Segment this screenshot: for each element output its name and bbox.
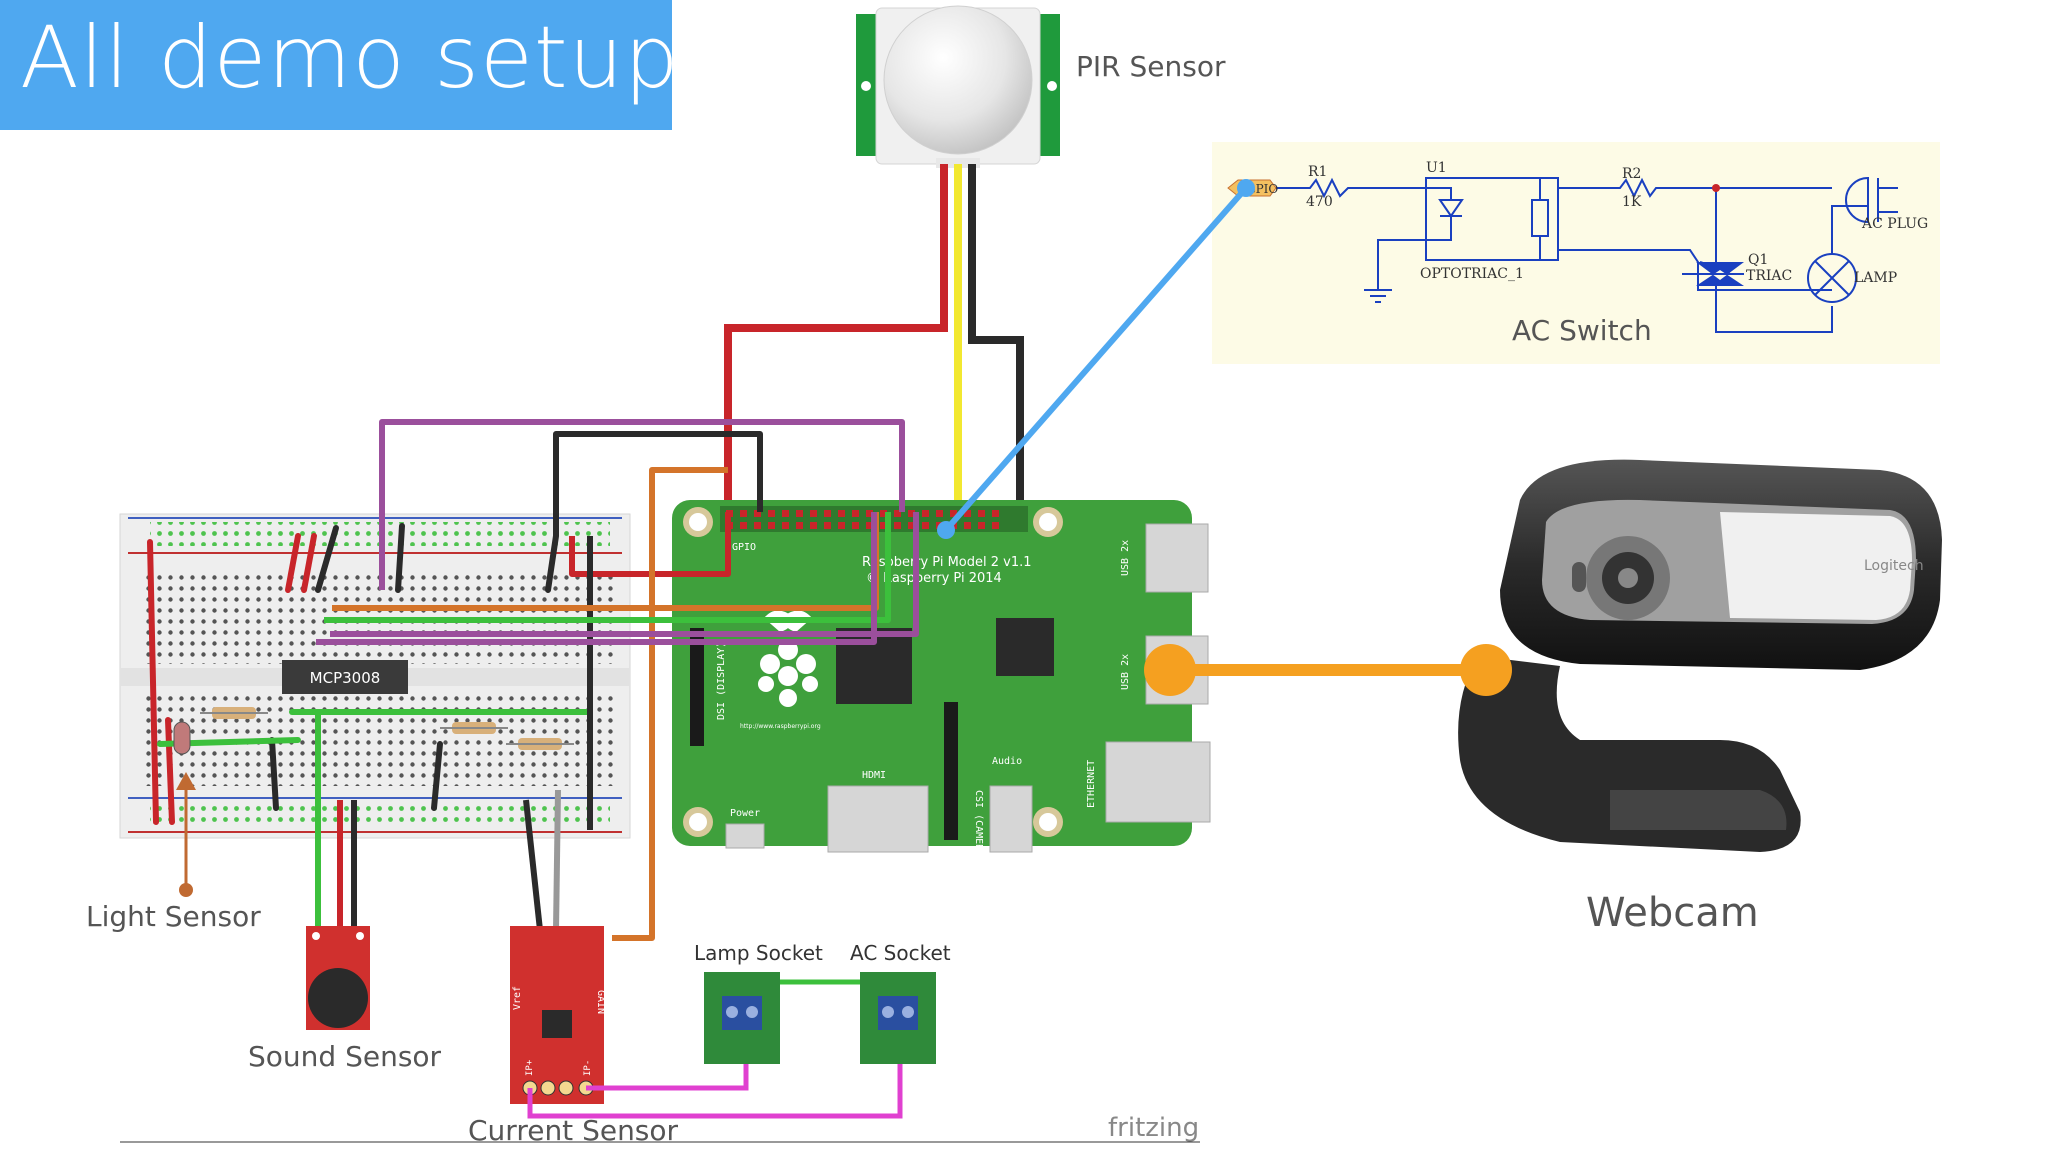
webcam-lens-center bbox=[1618, 568, 1638, 588]
webcam: Logitech bbox=[1458, 459, 1942, 852]
webcam-stand bbox=[1610, 790, 1787, 830]
pir-dome bbox=[883, 5, 1033, 155]
connection-wires bbox=[315, 419, 919, 941]
schematic-r2: R2 bbox=[1622, 166, 1641, 182]
current-sensor: Vref GAIN IP+ IP- bbox=[510, 926, 606, 1104]
wire-purple-top bbox=[379, 419, 905, 590]
resistors bbox=[200, 707, 574, 750]
wire-black-current bbox=[523, 799, 543, 931]
pi-pcb bbox=[672, 500, 1192, 846]
schematic-ac-plug: AC PLUG bbox=[1861, 216, 1928, 232]
dsi-connector bbox=[690, 628, 704, 746]
schematic-u1-name: OPTOTRIAC_1 bbox=[1420, 266, 1524, 282]
pir-hole-right bbox=[1047, 81, 1057, 91]
ac-switch-schematic: GPIO R1 470 U1 OPTOTRIAC_1 R2 1K Q1 TRIA… bbox=[1212, 142, 1940, 364]
schematic-lamp: LAMP bbox=[1854, 270, 1897, 286]
schematic-u1: U1 bbox=[1426, 160, 1447, 176]
gpio-link-dot bbox=[937, 521, 955, 539]
schematic-junction bbox=[1712, 184, 1720, 192]
microphone-icon bbox=[308, 968, 368, 1028]
breadboard: MCP3008 bbox=[119, 513, 631, 839]
usb-link-dot-webcam bbox=[1460, 644, 1512, 696]
mcp3008-chip bbox=[282, 660, 408, 694]
pir-hole-left bbox=[861, 81, 871, 91]
hdmi-port bbox=[827, 785, 929, 853]
gpio-pins bbox=[726, 510, 999, 529]
power-silk: Power bbox=[730, 808, 760, 819]
usb-port-1 bbox=[1145, 523, 1209, 593]
schematic-q1-name: TRIAC bbox=[1746, 268, 1792, 284]
schematic-q1: Q1 bbox=[1748, 252, 1768, 268]
page-title: All demo setup bbox=[20, 8, 680, 108]
pi-model-line1: Raspberry Pi Model 2 v1.1 bbox=[862, 555, 1032, 570]
ac-socket-label: AC Socket bbox=[850, 941, 951, 965]
lamp-socket-label: Lamp Socket bbox=[694, 941, 823, 965]
usb2-silk: USB 2x bbox=[1120, 654, 1131, 690]
hdmi-silk: HDMI bbox=[862, 770, 886, 781]
socket-wires bbox=[527, 979, 903, 1119]
gain-silk: GAIN bbox=[595, 990, 606, 1014]
fritzing-watermark: fritzing bbox=[1108, 1113, 1199, 1143]
ip-plus-silk: IP+ bbox=[525, 1059, 535, 1076]
light-sensor-pointer bbox=[176, 772, 196, 897]
power-port bbox=[725, 823, 765, 849]
webcam-mic bbox=[1572, 562, 1586, 592]
pir-sensor-label: PIR Sensor bbox=[1076, 50, 1226, 83]
pir-sensor bbox=[856, 5, 1060, 168]
vref-silk: Vref bbox=[512, 986, 523, 1010]
schematic-r2-value: 1K bbox=[1622, 194, 1642, 210]
schematic-wiring bbox=[1272, 176, 1898, 333]
light-sensor-ldr bbox=[173, 721, 191, 755]
wire-purple-adc2 bbox=[316, 512, 877, 645]
wire-gpio-ac-switch bbox=[943, 186, 1249, 532]
ac-switch-link-dot bbox=[1237, 179, 1255, 197]
wire-magenta-lamp bbox=[586, 1064, 749, 1091]
ip-minus-silk: IP- bbox=[583, 1060, 593, 1076]
light-sensor-label: Light Sensor bbox=[86, 900, 261, 933]
title-banner: All demo setup bbox=[0, 0, 679, 130]
wire-orange-sensor bbox=[612, 467, 728, 941]
ac-socket bbox=[860, 972, 936, 1064]
wire-black-top bbox=[553, 431, 763, 536]
wire-purple-adc bbox=[330, 512, 919, 637]
webcam-white-panel bbox=[1720, 512, 1912, 620]
triac-symbol bbox=[1696, 262, 1744, 286]
gpio-silk: GPIO bbox=[732, 542, 756, 553]
schematic-background bbox=[1212, 142, 1940, 364]
pi-chip bbox=[996, 618, 1054, 676]
ethernet-silk: ETHERNET bbox=[1086, 760, 1097, 808]
pi-url: http://www.raspberrypi.org bbox=[740, 723, 821, 730]
ethernet-port bbox=[1105, 741, 1211, 823]
raspberry-pi-board: GPIO Raspberry Pi Model 2 v1.1 © Raspber… bbox=[672, 500, 1211, 862]
pir-wires bbox=[724, 164, 1024, 512]
ac-switch-label: AC Switch bbox=[1512, 314, 1652, 347]
wire-magenta-ac bbox=[527, 1064, 903, 1119]
csi-silk: CSI (CAMERA) bbox=[973, 790, 984, 862]
lamp-socket bbox=[704, 972, 780, 1064]
audio-jack bbox=[989, 785, 1033, 853]
wire-green-adc bbox=[324, 512, 891, 623]
usb-link-dot-pi bbox=[1144, 644, 1196, 696]
csi-connector bbox=[944, 702, 958, 840]
pir-header bbox=[936, 158, 980, 168]
sound-sensor-label: Sound Sensor bbox=[248, 1040, 442, 1073]
usb1-silk: USB 2x bbox=[1120, 540, 1131, 576]
mcp3008-label: MCP3008 bbox=[310, 669, 381, 687]
schematic-r1-value: 470 bbox=[1306, 194, 1333, 210]
webcam-label: Webcam bbox=[1586, 890, 1759, 936]
audio-silk: Audio bbox=[992, 756, 1022, 767]
webcam-brand: Logitech bbox=[1864, 558, 1924, 574]
schematic-r1: R1 bbox=[1308, 164, 1327, 180]
sound-sensor bbox=[306, 926, 370, 1030]
power-rail-bottom bbox=[150, 804, 610, 828]
pi-model-line2: © Raspberry Pi 2014 bbox=[866, 571, 1002, 586]
wire-gray-current bbox=[553, 789, 561, 931]
wire-pir-black bbox=[968, 164, 1024, 512]
dsi-silk: DSI (DISPLAY) bbox=[716, 642, 727, 720]
current-sensor-chip bbox=[542, 1010, 572, 1038]
